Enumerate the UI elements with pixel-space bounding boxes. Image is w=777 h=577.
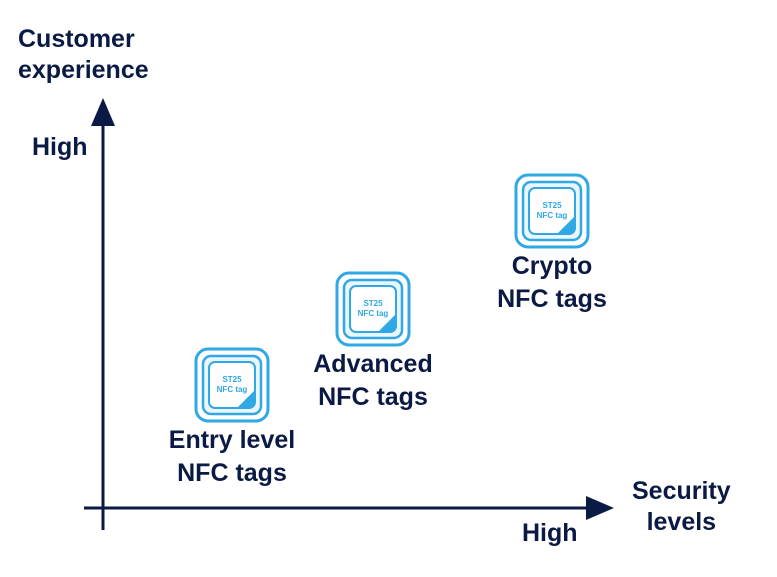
x-axis-title: Security levels xyxy=(632,477,731,536)
crypto-caption: Crypto NFC tags xyxy=(497,252,607,313)
nfc-chip-icon: ST25 NFC tag xyxy=(335,271,411,347)
x-axis-arrow xyxy=(586,496,614,520)
chip-text-line2: NFC tag xyxy=(537,211,568,220)
advanced-tag: ST25 NFC tag Advanced NFC tags xyxy=(293,270,453,414)
entry-level-caption: Entry level NFC tags xyxy=(168,426,296,487)
chip-text-line2: NFC tag xyxy=(217,385,248,394)
y-axis-arrow xyxy=(91,98,115,126)
x-axis-high-label: High xyxy=(522,519,578,547)
chip-text-line2: NFC tag xyxy=(358,309,389,318)
chip-text-line1: ST25 xyxy=(222,375,242,384)
crypto-tag: ST25 NFC tag Crypto NFC tags xyxy=(472,172,632,316)
y-axis-title: Customer experience xyxy=(18,25,149,84)
chip-text-line1: ST25 xyxy=(363,299,383,308)
y-axis-high-label: High xyxy=(32,133,88,161)
nfc-chip-icon: ST25 NFC tag xyxy=(194,347,270,423)
chip-text-line1: ST25 xyxy=(542,201,562,210)
nfc-chip-icon: ST25 NFC tag xyxy=(514,173,590,249)
advanced-caption: Advanced NFC tags xyxy=(313,350,433,411)
entry-level-tag: ST25 NFC tag Entry level NFC tags xyxy=(152,346,312,490)
